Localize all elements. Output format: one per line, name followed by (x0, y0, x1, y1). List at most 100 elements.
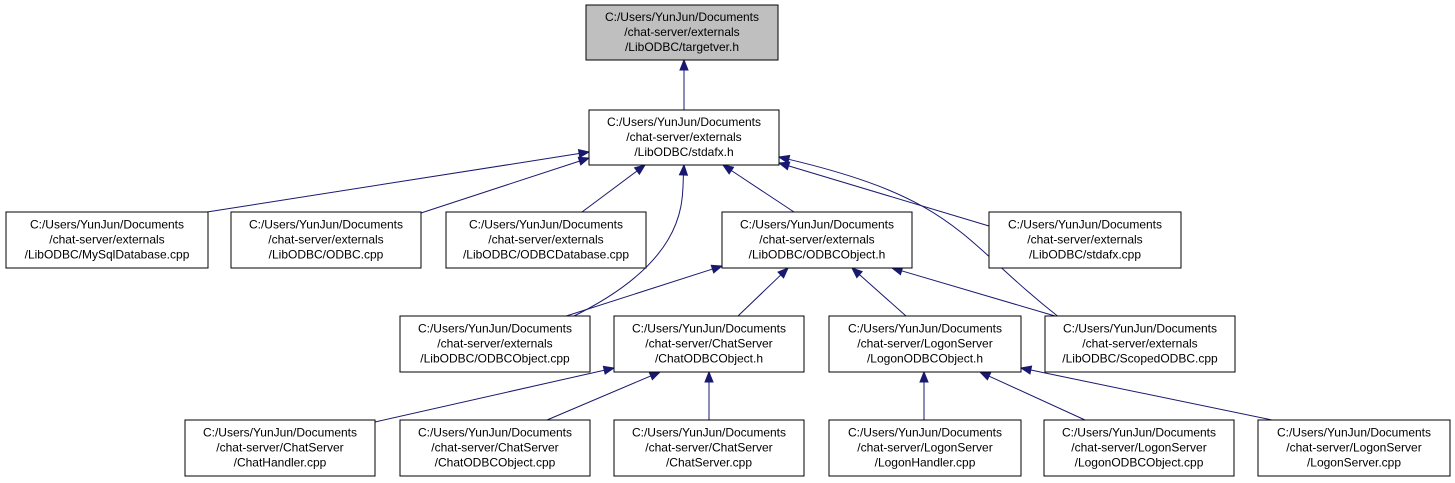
edge-mysqldatabase_cpp-to-stdafx_h (206, 153, 580, 213)
node-box (399, 419, 591, 477)
node-label-line: /LibODBC/ODBC.cpp (269, 248, 384, 262)
node-label-line: /LibODBC/targetver.h (625, 40, 739, 54)
edges (206, 58, 1273, 423)
node-label-line: /LibODBC/ODBCDatabase.cpp (463, 248, 629, 262)
node-box (828, 315, 1022, 373)
node-label-line: C:/Users/YunJun/Documents (203, 426, 357, 440)
edge-logon_odbcobject_cpp-to-logon_odbcobject_h (988, 375, 1086, 421)
edge-logon_odbcobject_h-to-odbcobject_h (859, 274, 907, 317)
nodes: C:/Users/YunJun/Documents/chat-server/ex… (5, 4, 1451, 477)
edge-logonserver_cpp-to-logon_odbcobject_h (1030, 369, 1273, 421)
node-label-line: /chat-server/externals (1027, 233, 1142, 247)
node-label-line: /chat-server/externals (488, 233, 603, 247)
node-label-line: /ChatServer.cpp (666, 456, 752, 470)
edge-odbcdatabase_cpp-to-stdafx_h (581, 170, 638, 213)
node-label-line: C:/Users/YunJun/Documents (632, 322, 786, 336)
arrowhead (777, 161, 791, 171)
node-stdafx-cpp[interactable]: C:/Users/YunJun/Documents/chat-server/ex… (988, 211, 1182, 269)
node-label-line: C:/Users/YunJun/Documents (848, 322, 1002, 336)
node-label-line: /LibODBC/stdafx.h (634, 145, 733, 159)
node-odbcdatabase-cpp[interactable]: C:/Users/YunJun/Documents/chat-server/ex… (445, 211, 647, 269)
node-box (613, 315, 805, 373)
node-box (721, 211, 913, 269)
node-label-line: C:/Users/YunJun/Documents (1063, 322, 1217, 336)
node-label-line: /LibODBC/ODBCObject.cpp (420, 352, 570, 366)
node-label-line: /chat-server/externals (759, 233, 874, 247)
node-logon-odbcobject-h[interactable]: C:/Users/YunJun/Documents/chat-server/Lo… (828, 315, 1022, 373)
node-box (585, 4, 779, 61)
arrowhead (704, 370, 714, 383)
node-label-line: C:/Users/YunJun/Documents (605, 10, 759, 24)
node-label-line: /LibODBC/MySqlDatabase.cpp (25, 248, 190, 262)
node-box (5, 211, 209, 269)
node-odbcobject-cpp[interactable]: C:/Users/YunJun/Documents/chat-server/ex… (399, 315, 591, 373)
arrowhead (978, 371, 992, 381)
node-mysqldatabase-cpp[interactable]: C:/Users/YunJun/Documents/chat-server/ex… (5, 211, 209, 269)
node-label-line: /chat-server/ChatServer (431, 441, 558, 455)
node-label-line: C:/Users/YunJun/Documents (632, 426, 786, 440)
node-label-line: /chat-server/externals (1082, 337, 1197, 351)
arrowhead (648, 371, 662, 381)
node-label-line: /chat-server/externals (626, 130, 741, 144)
node-label-line: /ChatHandler.cpp (234, 456, 327, 470)
edge-odbc_cpp-to-stdafx_h (420, 160, 580, 214)
edge-odbcobject_cpp-to-stdafx_h (569, 174, 684, 319)
node-label-line: /chat-server/ChatServer (645, 441, 772, 455)
node-box (1257, 419, 1451, 477)
node-chathandler-cpp[interactable]: C:/Users/YunJun/Documents/chat-server/Ch… (184, 419, 376, 477)
node-stdafx-h[interactable]: C:/Users/YunJun/Documents/chat-server/ex… (588, 109, 780, 166)
edge-odbcobject_h-to-stdafx_h (731, 170, 795, 213)
node-logonserver-cpp[interactable]: C:/Users/YunJun/Documents/chat-server/Lo… (1257, 419, 1451, 477)
node-label-line: /LogonODBCObject.cpp (1075, 456, 1204, 470)
node-label-line: /chat-server/LogonServer (1071, 441, 1206, 455)
node-scopedodbc-cpp[interactable]: C:/Users/YunJun/Documents/chat-server/ex… (1044, 315, 1236, 373)
arrowhead (1019, 365, 1033, 375)
node-label-line: /ChatODBCObject.cpp (435, 456, 556, 470)
arrowhead (577, 148, 591, 159)
node-box (399, 315, 591, 373)
node-label-line: C:/Users/YunJun/Documents (418, 426, 572, 440)
node-box (613, 419, 805, 477)
node-label-line: C:/Users/YunJun/Documents (469, 218, 623, 232)
node-label-line: C:/Users/YunJun/Documents (740, 218, 894, 232)
node-label-line: C:/Users/YunJun/Documents (607, 115, 761, 129)
node-label-line: /chat-server/LogonServer (857, 441, 992, 455)
node-chat-odbcobject-h[interactable]: C:/Users/YunJun/Documents/chat-server/Ch… (613, 315, 805, 373)
node-label-line: /LibODBC/ODBCObject.h (749, 248, 886, 262)
node-box (1044, 315, 1236, 373)
node-label-line: C:/Users/YunJun/Documents (418, 322, 572, 336)
arrowhead (710, 264, 724, 274)
edge-scopedodbc_cpp-to-stdafx_h (788, 158, 1061, 319)
node-logon-odbcobject-cpp[interactable]: C:/Users/YunJun/Documents/chat-server/Lo… (1043, 419, 1235, 477)
arrowhead (919, 370, 929, 383)
arrowhead (633, 164, 647, 176)
node-box (1043, 419, 1235, 477)
edge-scopedodbc_cpp-to-odbcobject_h (901, 270, 1056, 317)
node-box (988, 211, 1182, 269)
node-odbcobject-h[interactable]: C:/Users/YunJun/Documents/chat-server/ex… (721, 211, 913, 269)
node-label-line: /LogonODBCObject.h (867, 352, 983, 366)
node-label-line: C:/Users/YunJun/Documents (1062, 426, 1216, 440)
arrowhead (850, 267, 863, 279)
node-box (588, 109, 780, 166)
node-label-line: C:/Users/YunJun/Documents (1008, 218, 1162, 232)
node-label-line: /LogonHandler.cpp (875, 456, 976, 470)
node-targetver-h[interactable]: C:/Users/YunJun/Documents/chat-server/ex… (585, 4, 779, 61)
node-label-line: /LibODBC/ScopedODBC.cpp (1062, 352, 1218, 366)
edge-odbcobject_cpp-to-odbcobject_h (559, 268, 713, 319)
node-label-line: /chat-server/externals (437, 337, 552, 351)
node-logonhandler-cpp[interactable]: C:/Users/YunJun/Documents/chat-server/Lo… (828, 419, 1022, 477)
node-label-line: C:/Users/YunJun/Documents (30, 218, 184, 232)
arrowhead (721, 164, 735, 175)
node-label-line: /chat-server/ChatServer (216, 441, 343, 455)
node-label-line: /chat-server/externals (268, 233, 383, 247)
node-box (445, 211, 647, 269)
node-box (828, 419, 1022, 477)
arrowhead (678, 163, 689, 176)
node-chatserver-cpp[interactable]: C:/Users/YunJun/Documents/chat-server/Ch… (613, 419, 805, 477)
node-label-line: /chat-server/externals (49, 233, 164, 247)
node-chat-odbcobject-cpp[interactable]: C:/Users/YunJun/Documents/chat-server/Ch… (399, 419, 591, 477)
edge-chathandler_cpp-to-chat_odbcobject_h (374, 369, 605, 423)
node-odbc-cpp[interactable]: C:/Users/YunJun/Documents/chat-server/ex… (230, 211, 422, 269)
